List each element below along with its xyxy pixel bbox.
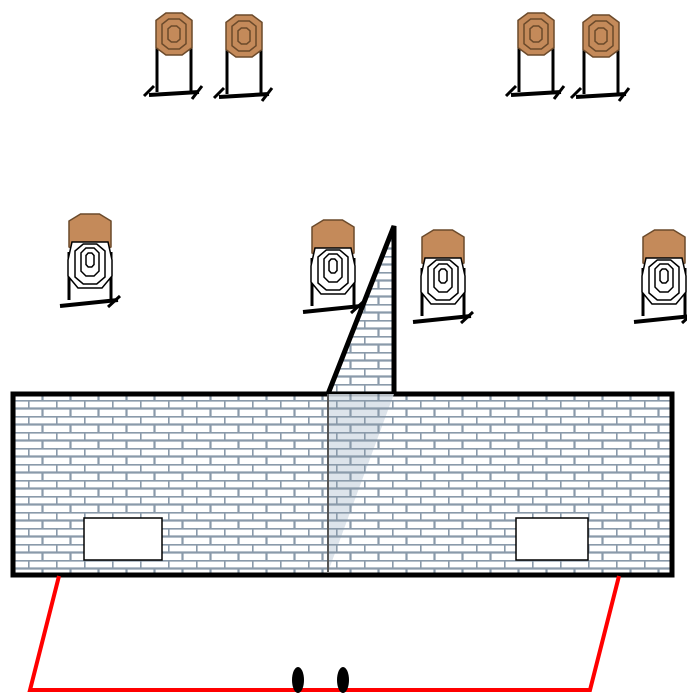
shooting-area-boundary <box>27 575 621 692</box>
shooting-port-right <box>515 517 589 561</box>
shooter-position-right-icon <box>337 667 349 693</box>
steel-target-icon <box>142 12 204 100</box>
paper-target-icon <box>59 213 122 309</box>
paper-target-icon <box>302 219 365 315</box>
paper-target-icon <box>412 229 475 325</box>
steel-target-icon <box>504 12 566 100</box>
steel-target-icon <box>569 14 631 102</box>
shooting-port-left <box>83 517 163 561</box>
wing-wall-shadow <box>328 394 394 572</box>
steel-target-icon <box>212 14 274 102</box>
paper-target-icon <box>633 229 687 325</box>
shooter-position-left-icon <box>292 667 304 693</box>
